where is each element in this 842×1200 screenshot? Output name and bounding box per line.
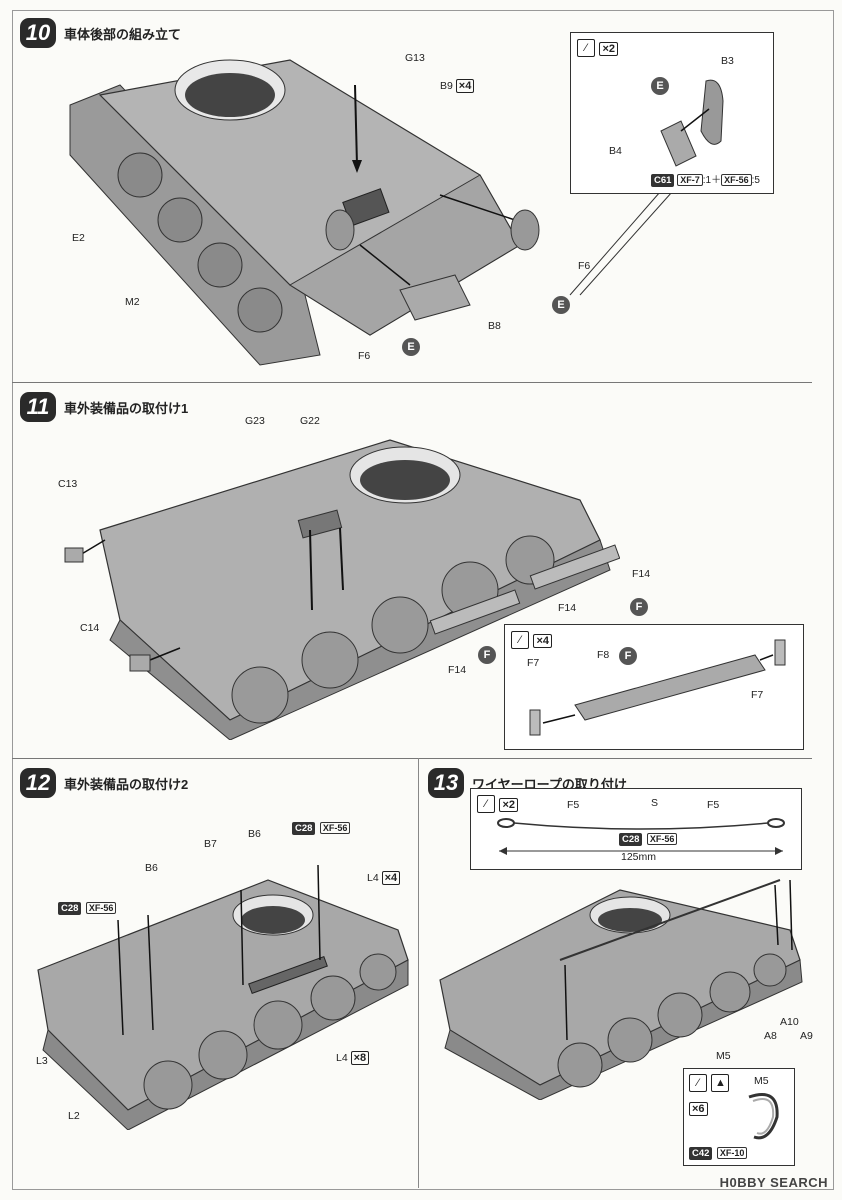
label-b8: B8: [488, 320, 501, 332]
paint-tag-left: C28 XF-56: [58, 898, 117, 916]
label-f14-a: F14: [632, 568, 651, 580]
inset-step11: ⁄ ×4 F7 F8 F F7: [504, 624, 804, 750]
paint-mix: C61 XF-7:1＋XF-56:5: [651, 171, 760, 187]
label-b9: B9 ×4: [440, 79, 475, 93]
label-b7: B7: [204, 838, 217, 850]
part-tree-f-badge: F: [630, 598, 648, 616]
part-tree-e-badge: E: [402, 338, 420, 356]
cement-icon: ⁄: [577, 39, 595, 57]
label-b6-b: B6: [145, 862, 158, 874]
label-a9: A9: [800, 1030, 813, 1042]
qty-badge: ×2: [499, 798, 518, 813]
watermark: H0BBY SEARCH: [719, 1175, 828, 1190]
label-b6-a: B6: [248, 828, 261, 840]
label-f5-left: F5: [567, 799, 580, 811]
part-tree-f-badge: F: [619, 647, 637, 665]
label-l3: L3: [36, 1055, 48, 1067]
divider-1: [12, 382, 812, 383]
qty-badge: ×2: [599, 42, 618, 57]
label-m2: M2: [125, 296, 140, 308]
label-g22: G22: [300, 415, 320, 427]
label-b4: B4: [609, 145, 622, 157]
step-number-badge: 10: [20, 18, 56, 48]
divider-2: [12, 758, 812, 759]
step-title: 車体後部の組み立て: [64, 26, 182, 42]
inset-m5: ⁄ ▲ ×6 M5 C42 XF-10: [683, 1068, 795, 1166]
qty-badge: ×6: [689, 1102, 708, 1116]
label-c14: C14: [80, 622, 100, 634]
part-tree-e-badge: E: [552, 296, 570, 314]
part-tree-e-badge: E: [651, 77, 669, 95]
paint-tag-top: C28 XF-56: [292, 818, 351, 836]
step-13-header: 13 ワイヤーロープの取り付け: [428, 768, 627, 798]
label-l4-top: L4 ×4: [367, 871, 401, 885]
part-tree-f-badge: F: [478, 646, 496, 664]
step-title: 車外装備品の取付け2: [64, 776, 189, 792]
inset-step10: ⁄ ×2 B3 B4 E C61 XF-7:1＋XF-56:5: [570, 32, 774, 194]
label-length: 125mm: [621, 851, 657, 863]
label-f8: F8: [597, 649, 610, 661]
tank-rear-hull-drawing: [69, 59, 540, 366]
label-f14-c: F14: [448, 664, 467, 676]
label-f5-right: F5: [707, 799, 720, 811]
label-l4-bottom: L4 ×8: [336, 1051, 370, 1065]
cement-icon: ⁄: [689, 1074, 707, 1092]
label-f6-right: F6: [578, 260, 591, 272]
paint-tag: C42 XF-10: [689, 1143, 748, 1161]
label-g13: G13: [405, 52, 425, 64]
label-c13: C13: [58, 478, 78, 490]
tank-wire-drawing: [439, 879, 803, 1100]
inset-pointer-lines: [569, 191, 673, 296]
label-b3: B3: [721, 55, 734, 67]
step-number-badge: 13: [428, 768, 464, 798]
step-10-header: 10 車体後部の組み立て: [20, 18, 181, 48]
step-title: 車外装備品の取付け1: [64, 400, 189, 416]
label-g23: G23: [245, 415, 265, 427]
wire-rope-drawing: [497, 818, 785, 855]
step-number-badge: 11: [20, 392, 56, 422]
qty-badge: ×4: [533, 634, 552, 649]
label-m5-inset: M5: [754, 1075, 769, 1087]
step-11-header: 11 車外装備品の取付け1: [20, 392, 188, 422]
paint-tag: C28 XF-56: [619, 829, 678, 847]
tank-equipment-drawing: [37, 864, 409, 1130]
label-m5: M5: [716, 1050, 731, 1062]
m5-part-drawing: [748, 1093, 779, 1140]
label-a10: A10: [780, 1016, 799, 1028]
label-a8: A8: [764, 1030, 777, 1042]
divider-vertical: [418, 758, 419, 1188]
inset-fender-drawing: [529, 639, 786, 736]
cement-icon: ⁄: [511, 631, 529, 649]
step-title: ワイヤーロープの取り付け: [472, 776, 627, 792]
label-f7-left: F7: [527, 657, 540, 669]
inset-part-drawing: [660, 79, 724, 167]
label-f7-right: F7: [751, 689, 764, 701]
label-l2: L2: [68, 1110, 80, 1122]
inset-wire-rope: ⁄ ×2 F5 S F5 C28 XF-56 125mm: [470, 788, 802, 870]
label-f6-left: F6: [358, 350, 371, 362]
tank-side-drawing: [64, 439, 620, 740]
label-s: S: [651, 797, 659, 809]
label-f14-b: F14: [558, 602, 577, 614]
label-e2: E2: [72, 232, 85, 244]
step-12-header: 12 車外装備品の取付け2: [20, 768, 188, 798]
up-arrow-icon: ▲: [711, 1074, 730, 1092]
page-frame: [12, 10, 834, 1190]
step-number-badge: 12: [20, 768, 56, 798]
